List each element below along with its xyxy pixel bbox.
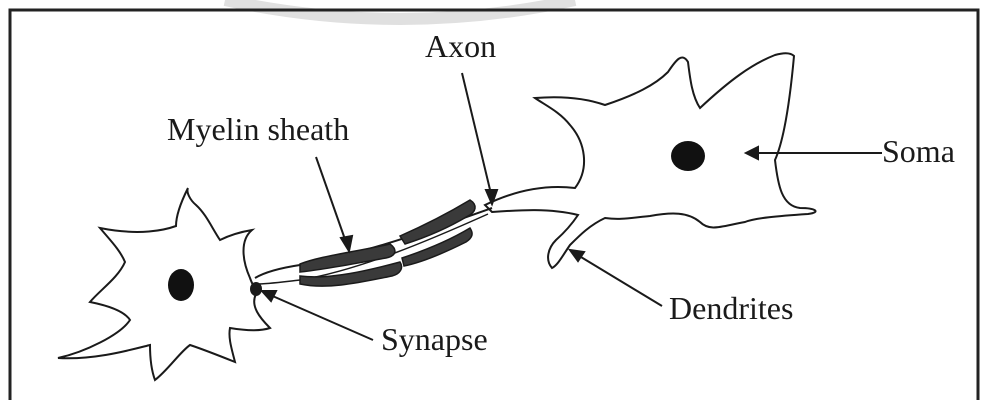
axon-arrow-line	[462, 73, 492, 198]
myelin-arrow-head	[341, 236, 352, 251]
presynaptic-nucleus	[168, 269, 194, 301]
soma-cell-body	[485, 53, 816, 268]
myelin-sheath-label: Myelin sheath	[167, 111, 349, 147]
dendrites-arrow-line	[576, 254, 662, 306]
soma-nucleus	[671, 141, 705, 171]
dendrites-label: Dendrites	[669, 290, 793, 326]
presynaptic-neuron	[58, 188, 270, 380]
myelin-arrow-line	[316, 157, 347, 245]
synapse-arrow-line	[268, 294, 373, 340]
synapse-arrow-head	[262, 291, 276, 301]
dendrites-arrow-head	[570, 250, 584, 261]
soma-label: Soma	[882, 133, 955, 169]
synapse-label: Synapse	[381, 321, 488, 357]
axon-label: Axon	[425, 28, 496, 64]
synapse-terminal	[250, 282, 262, 296]
